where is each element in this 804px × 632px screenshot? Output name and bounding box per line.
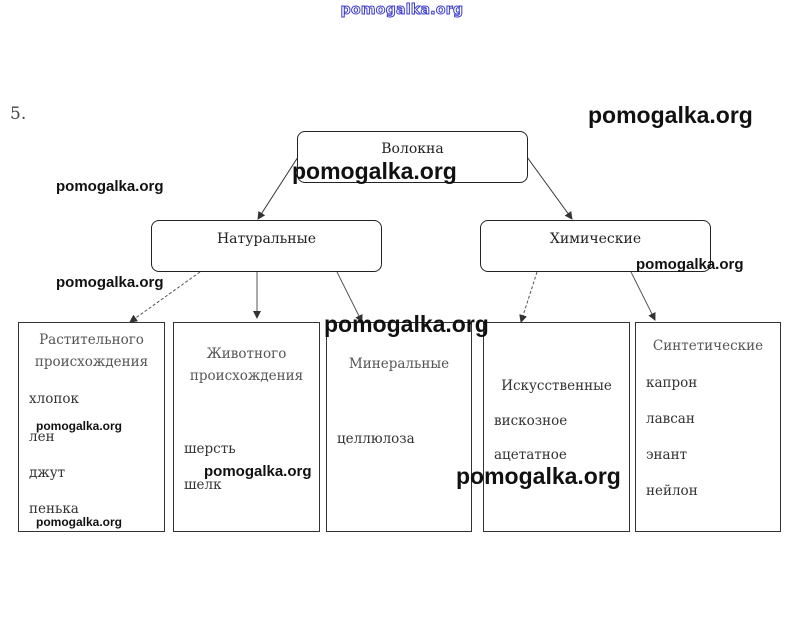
arrow-chemical-to-artificial (519, 271, 538, 323)
watermark-text: pomogalka.org (204, 463, 312, 480)
watermark-text: pomogalka.org (636, 256, 744, 273)
list-item: вискозное (494, 413, 568, 429)
watermark-text: pomogalka.org (56, 178, 164, 195)
box-plant-origin: Растительного происхождения хлопок лен д… (18, 322, 165, 532)
node-natural: Натуральные (151, 220, 382, 272)
list-item: лен (29, 429, 55, 445)
arrow-chemical-to-synthetic (630, 271, 656, 321)
box-plant-title-1: Растительного (39, 332, 144, 348)
arrow-natural-to-mineral (336, 271, 363, 323)
list-item: энант (646, 447, 688, 463)
list-item: нейлон (646, 483, 698, 499)
root-label: Волокна (381, 141, 444, 157)
header-watermark[interactable]: pomogalka.org (340, 2, 464, 19)
list-item: лавсан (646, 411, 695, 427)
list-item: пенька (29, 501, 79, 517)
watermark-text: pomogalka.org (588, 102, 753, 128)
box-plant-title-2: происхождения (34, 354, 149, 370)
box-artificial: Искусственные вискозное ацетатное (483, 322, 630, 532)
watermark-text: pomogalka.org (324, 311, 489, 337)
list-item: шелк (184, 477, 222, 493)
list-item: шерсть (184, 441, 236, 457)
watermark-text: pomogalka.org (36, 515, 123, 529)
box-synthetic-title: Синтетические (652, 338, 764, 354)
arrow-root-to-chemical (526, 156, 573, 220)
box-synthetic: Синтетические капрон лавсан энант нейлон (635, 322, 781, 532)
list-item: ацетатное (494, 447, 567, 463)
root-node: Волокна (297, 131, 528, 183)
box-mineral: Минеральные целлюлоза (326, 322, 472, 532)
node-chemical: Химические (480, 220, 711, 272)
list-item: целлюлоза (337, 431, 415, 447)
box-mineral-title: Минеральные (348, 356, 450, 372)
node-chemical-label: Химические (549, 231, 642, 247)
node-natural-label: Натуральные (216, 231, 317, 247)
list-item: хлопок (29, 391, 79, 407)
list-item: капрон (646, 375, 698, 391)
watermark-text: pomogalka.org (56, 274, 164, 291)
list-item: джут (29, 465, 66, 481)
box-animal-title-2: происхождения (189, 368, 304, 384)
box-artificial-title: Искусственные (501, 378, 612, 394)
box-animal-title-1: Животного (206, 346, 287, 362)
box-animal-origin: Животного происхождения шерсть шелк (173, 322, 320, 532)
watermark-text: pomogalka.org (292, 158, 457, 184)
arrow-natural-to-plant (129, 271, 201, 323)
watermark-text: pomogalka.org (36, 419, 123, 433)
arrow-root-to-natural (257, 156, 299, 220)
task-number: 5. (10, 104, 27, 124)
watermark-text: pomogalka.org (456, 463, 621, 489)
